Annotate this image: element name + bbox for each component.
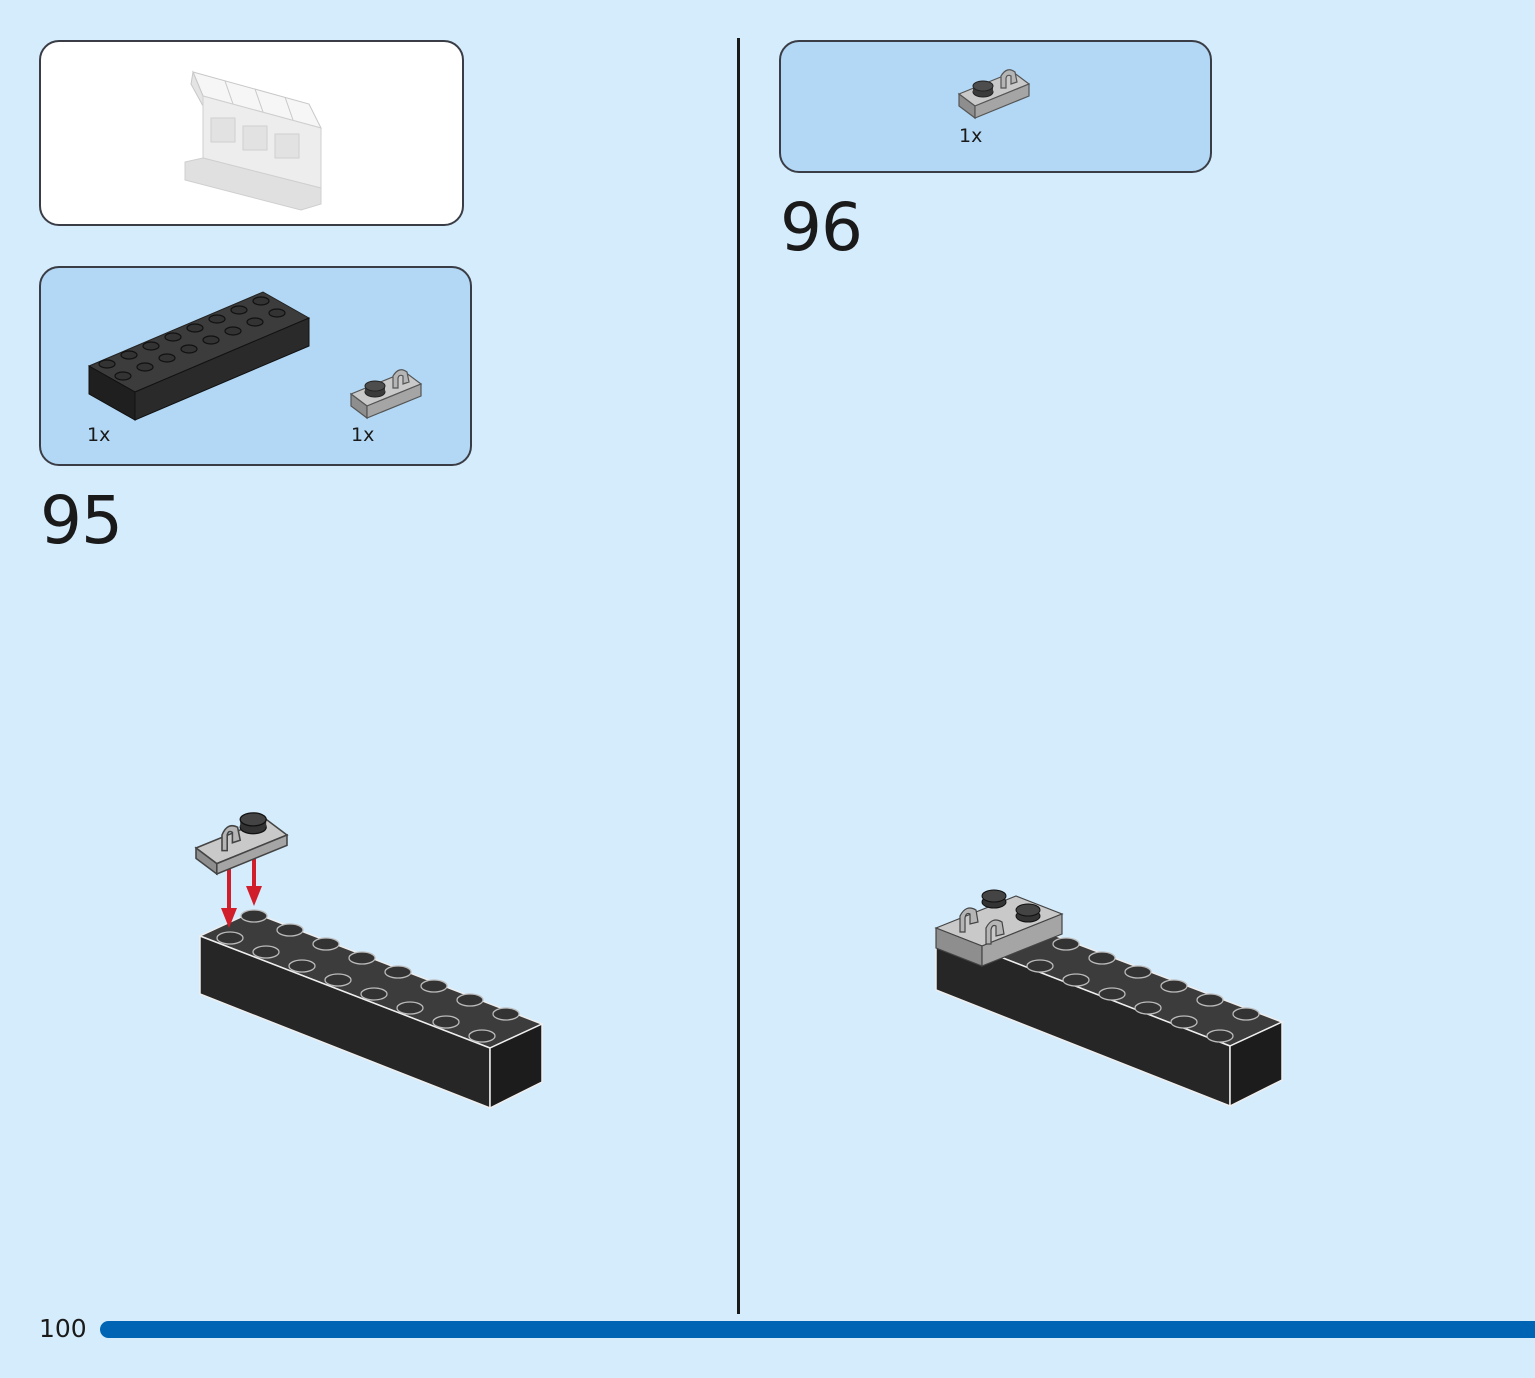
page-footer-bar (100, 1321, 1535, 1338)
parts-list-step-95: 1x 1x (39, 266, 472, 466)
black-brick-2x8-icon (87, 291, 311, 421)
brick-quantity: 1x (87, 424, 111, 446)
parts-list-step-96: 1x (779, 40, 1212, 173)
model-preview-box (39, 40, 464, 226)
page-divider (737, 38, 740, 1314)
model-preview-icon (184, 70, 322, 211)
step-95-assembly-illustration (194, 812, 544, 1110)
step-number-96: 96 (780, 189, 863, 266)
page-number: 100 (39, 1314, 87, 1343)
step-96-assembly-illustration (934, 889, 1284, 1108)
clip-plate-quantity: 1x (959, 125, 983, 147)
step-number-95: 95 (40, 482, 123, 559)
clip-plate-quantity: 1x (351, 424, 375, 446)
clip-plate-icon (350, 369, 422, 419)
clip-plate-icon (958, 69, 1030, 119)
